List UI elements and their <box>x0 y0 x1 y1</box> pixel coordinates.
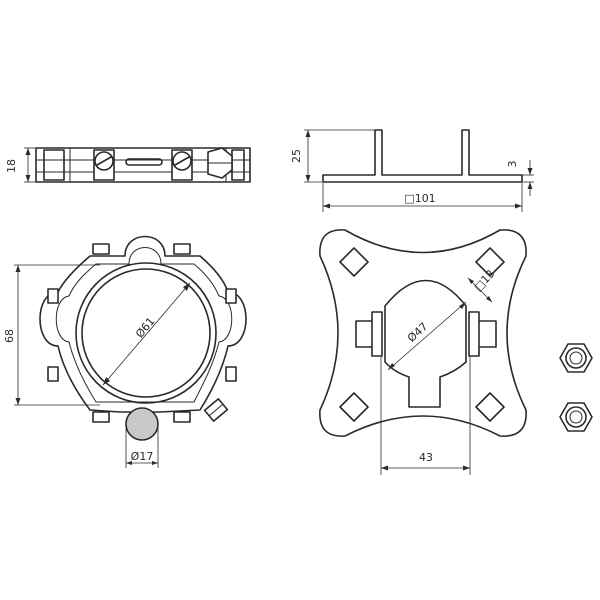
bracket-height-label: 25 <box>290 149 303 163</box>
plate-opening-diameter-label: Ø47 <box>405 320 431 345</box>
slot-width-label: 43 <box>419 451 433 464</box>
bracket-thickness-label: 3 <box>506 161 519 168</box>
hex-nut-icon <box>559 343 593 373</box>
clamp-front-view <box>14 235 247 468</box>
base-plate-view <box>319 229 527 475</box>
hex-nut-icon <box>559 402 593 432</box>
bracket-length-label: □101 <box>404 192 435 205</box>
clamp-height-label: 68 <box>3 329 16 343</box>
rod-diameter-label: Ø17 <box>131 450 154 463</box>
square-hole-label: □13 <box>471 267 497 294</box>
bracket-side-view <box>304 129 534 212</box>
clamp-side-height-label: 18 <box>5 159 18 173</box>
clamp-inner-diameter-label: Ø61 <box>133 315 158 341</box>
clamp-side-view <box>24 147 251 183</box>
